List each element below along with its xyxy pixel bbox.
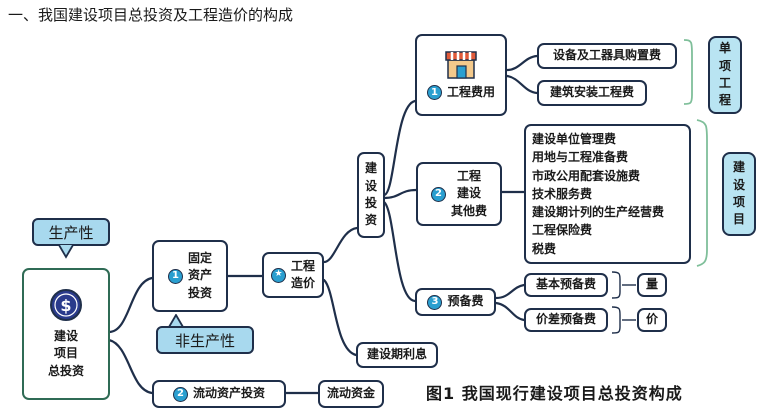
- other-fee-item: 税费: [532, 241, 557, 256]
- fixed-assets-line-3: 投资: [187, 285, 212, 300]
- root-line-3: 总投资: [47, 363, 84, 378]
- nonproductive-tag: 非生产性: [156, 326, 254, 354]
- construction-invest-char-2: 设: [364, 178, 377, 193]
- reserve-label: 预备费: [447, 294, 484, 309]
- construction-interest-box: 建设期利息: [356, 342, 438, 368]
- root-total-investment-box: $ 建设 项目 总投资: [22, 268, 110, 400]
- equipment-fee-label: 设备及工器具购置费: [552, 48, 661, 63]
- productive-tag-label: 生产性: [48, 223, 94, 242]
- reserve-fee-box: 3 预备费: [415, 288, 496, 316]
- single-project-char-3: 工: [718, 76, 731, 90]
- other-fees-line-1: 工程: [456, 168, 481, 183]
- basic-reserve-box: 基本预备费: [524, 273, 608, 297]
- current-assets-label: 流动资产投资: [192, 386, 265, 401]
- page-heading: 一、我国建设项目总投资及工程造价的构成: [8, 6, 294, 24]
- other-fees-box: 2 工程 建设 其他费: [416, 162, 502, 226]
- engineering-fee-box: 1 工程费用: [415, 34, 507, 116]
- current-assets-investment-box: 2 流动资产投资: [152, 380, 286, 408]
- root-line-1: 建设: [53, 328, 78, 343]
- engineering-fee-number: 1: [426, 85, 442, 101]
- price-label: 价: [645, 312, 658, 327]
- construction-project-char-4: 目: [732, 212, 745, 227]
- other-fee-items-list: 建设单位管理费 用地与工程准备费 市政公用配套设施费 技术服务费 建设期计列的生…: [524, 124, 691, 264]
- quantity-box: 量: [637, 273, 667, 297]
- other-fee-item: 建设期计列的生产经营费: [532, 205, 665, 220]
- single-project-char-4: 程: [718, 93, 731, 108]
- single-project-tag: 单 项 工 程: [708, 36, 742, 114]
- other-fees-number: 2: [430, 186, 446, 202]
- figure-caption: 图1 我国现行建设项目总投资构成: [426, 384, 683, 403]
- storefront-icon: [445, 51, 477, 80]
- construction-invest-char-3: 投: [364, 196, 377, 210]
- other-fees-line-3: 其他费: [450, 203, 487, 218]
- install-fee-label: 建筑安装工程费: [549, 85, 634, 100]
- construction-project-char-2: 设: [732, 177, 745, 192]
- other-fee-item: 技术服务费: [532, 186, 593, 201]
- price-reserve-box: 价差预备费: [524, 308, 608, 332]
- other-fee-item: 建设单位管理费: [532, 132, 617, 147]
- svg-text:$: $: [60, 296, 71, 315]
- construction-interest-label: 建设期利息: [366, 347, 427, 362]
- nonproductive-tag-label: 非生产性: [174, 331, 235, 350]
- star-icon: ★: [270, 267, 286, 283]
- engineering-cost-line-1: 工程: [290, 258, 315, 273]
- reserve-number: 3: [427, 294, 443, 310]
- basic-reserve-label: 基本预备费: [535, 277, 596, 292]
- single-project-char-1: 单: [718, 41, 731, 56]
- construction-invest-char-4: 资: [364, 213, 377, 228]
- current-assets-number: 2: [172, 386, 188, 402]
- engineering-fee-label: 工程费用: [446, 85, 495, 100]
- productive-tag: 生产性: [32, 218, 110, 246]
- working-capital-box: 流动资金: [318, 380, 384, 408]
- engineering-cost-box: ★ 工程 造价: [262, 252, 324, 298]
- construction-project-char-3: 项: [732, 195, 745, 209]
- construction-project-tag: 建 设 项 目: [722, 152, 756, 236]
- dollar-coin-icon: $: [50, 288, 82, 321]
- other-fee-item: 市政公用配套设施费: [532, 168, 641, 183]
- fixed-assets-number: 1: [167, 268, 183, 284]
- price-box: 价: [637, 308, 667, 332]
- engineering-cost-line-2: 造价: [290, 276, 315, 290]
- root-line-2: 项目: [53, 346, 78, 361]
- construction-invest-char-1: 建: [364, 161, 377, 176]
- fixed-assets-line-2: 资产: [187, 268, 212, 283]
- other-fees-line-2: 建设: [456, 186, 481, 201]
- other-fee-item: 用地与工程准备费: [532, 150, 629, 165]
- quantity-label: 量: [645, 277, 658, 292]
- install-fee-box: 建筑安装工程费: [537, 80, 647, 106]
- single-project-char-2: 项: [718, 58, 731, 73]
- fixed-assets-line-1: 固定: [187, 250, 212, 265]
- productive-tag-pointer: [58, 245, 74, 259]
- construction-investment-box: 建 设 投 资: [357, 152, 385, 238]
- nonproductive-tag-pointer: [168, 314, 184, 328]
- other-fee-item: 工程保险费: [532, 223, 593, 238]
- fixed-assets-investment-box: 1 固定 资产 投资: [152, 240, 228, 312]
- construction-project-char-1: 建: [732, 160, 745, 175]
- price-reserve-label: 价差预备费: [535, 312, 596, 327]
- equipment-fee-box: 设备及工器具购置费: [537, 43, 677, 69]
- working-capital-label: 流动资金: [326, 386, 375, 401]
